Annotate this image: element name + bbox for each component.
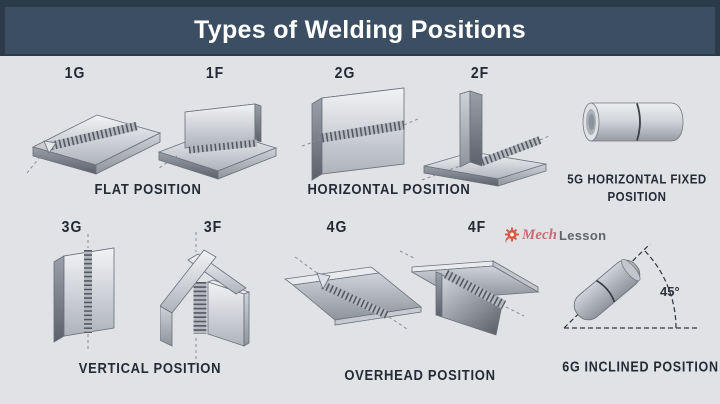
illustration-2f-horizontal-fillet (421, 90, 550, 187)
caption-horizontal-fixed: 5G HORIZONTAL FIXED POSITION (567, 173, 707, 205)
angle-label: 45° (660, 284, 680, 299)
header-banner: Types of Welding Positions (0, 0, 720, 56)
weld-bead (188, 139, 258, 154)
illustration-4g-overhead-groove (283, 256, 422, 330)
caption-horizontal: HORIZONTAL POSITION (307, 180, 471, 198)
caption-flat: FLAT POSITION (94, 180, 202, 198)
header-inner-panel: Types of Welding Positions (5, 7, 715, 54)
code-label-1g: 1G (64, 63, 86, 82)
weld-bead (443, 270, 507, 309)
code-label-4g: 4G (326, 217, 348, 236)
page-title: Types of Welding Positions (194, 16, 526, 44)
pipe (582, 102, 684, 142)
illustration-5g-pipe (582, 102, 684, 142)
gear-icon (505, 227, 519, 243)
illustration-3g-vertical-groove (53, 234, 115, 352)
illustration-4f-overhead-fillet (399, 250, 540, 336)
weld-bead (321, 120, 405, 143)
code-label-2f: 2F (470, 63, 490, 82)
illustration-1g-flat-groove (26, 114, 162, 175)
caption-vertical: VERTICAL POSITION (78, 359, 222, 377)
illustration-2g-horizontal-groove (301, 87, 419, 181)
brand-prefix: Mech (522, 226, 557, 243)
weld-seam (596, 279, 616, 303)
angle-arc (642, 248, 677, 329)
code-label-1f: 1F (205, 63, 225, 82)
caption-overhead: OVERHEAD POSITION (344, 366, 496, 384)
brand-suffix: Lesson (559, 227, 607, 243)
code-label-2g: 2G (334, 63, 356, 82)
code-label-3g: 3G (61, 217, 83, 236)
pipe (573, 258, 641, 321)
code-label-4f: 4F (467, 217, 487, 236)
illustration-3f-vertical-fillet (160, 232, 251, 366)
caption-inclined: 6G INCLINED POSITION (562, 359, 719, 376)
weld-bead (50, 121, 138, 151)
weld-bead (321, 281, 389, 319)
weld-seam (636, 103, 641, 141)
weld-bead (480, 136, 542, 166)
illustration-1f-flat-fillet (157, 103, 278, 180)
code-label-3f: 3F (203, 217, 223, 236)
illustration-6g-inclined-pipe: 45° (563, 244, 698, 329)
